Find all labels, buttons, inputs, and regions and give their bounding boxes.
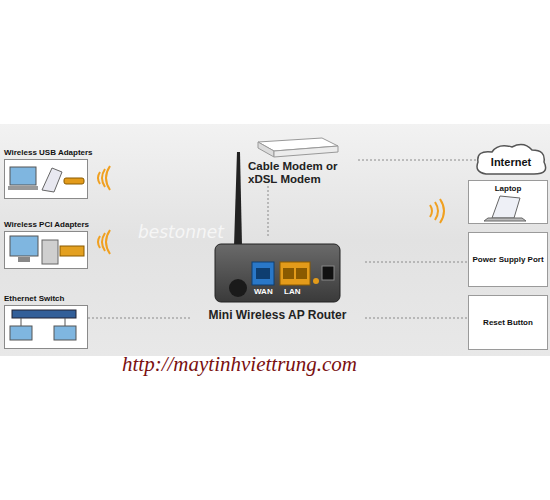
router-node: Mini Wireless AP Router	[190, 236, 365, 323]
node-label: Power Supply Port	[472, 255, 543, 265]
dotted-connector	[358, 160, 476, 161]
node-label: Laptop	[495, 184, 522, 194]
port-label: WAN	[254, 287, 273, 296]
ethernet-switch-icon	[10, 310, 76, 340]
cloud-shape	[477, 145, 546, 174]
internet-cloud: Internet	[476, 148, 546, 176]
pci-adapter-icon	[10, 236, 84, 264]
dotted-connector	[88, 318, 190, 319]
node-label: Wireless PCI Adapters	[4, 220, 88, 230]
watermark: bestonnet	[138, 222, 224, 242]
node-label: Ethernet Switch	[4, 294, 88, 304]
port-box: Power Supply Port	[468, 232, 548, 287]
switch-box: Ethernet Switch	[4, 294, 88, 349]
device-box: Laptop	[468, 180, 548, 224]
usb-adapter-icon	[8, 167, 84, 192]
node-label: Cable Modem or xDSL Modem	[248, 160, 358, 186]
node-label: Reset Button	[483, 318, 533, 328]
antenna	[234, 152, 242, 246]
node-label: Wireless USB Adapters	[4, 148, 88, 158]
background-panel	[0, 124, 550, 356]
dotted-connector	[365, 262, 468, 263]
node-label: Mini Wireless AP Router	[190, 308, 365, 323]
adapter-box: Wireless PCI Adapters	[4, 220, 88, 269]
router-icon	[215, 244, 340, 302]
website-url: http://maytinhviettrung.com	[122, 352, 357, 377]
laptop-icon	[484, 196, 526, 221]
port-box: Reset Button	[468, 295, 548, 350]
dotted-connector	[268, 186, 269, 236]
adapter-box: Wireless USB Adapters	[4, 148, 88, 199]
node-label: Internet	[491, 156, 531, 169]
port-label: LAN	[284, 287, 300, 296]
dotted-connector	[365, 318, 468, 319]
modem-node: Cable Modem or xDSL Modem	[248, 132, 358, 186]
modem-icon	[258, 138, 338, 157]
